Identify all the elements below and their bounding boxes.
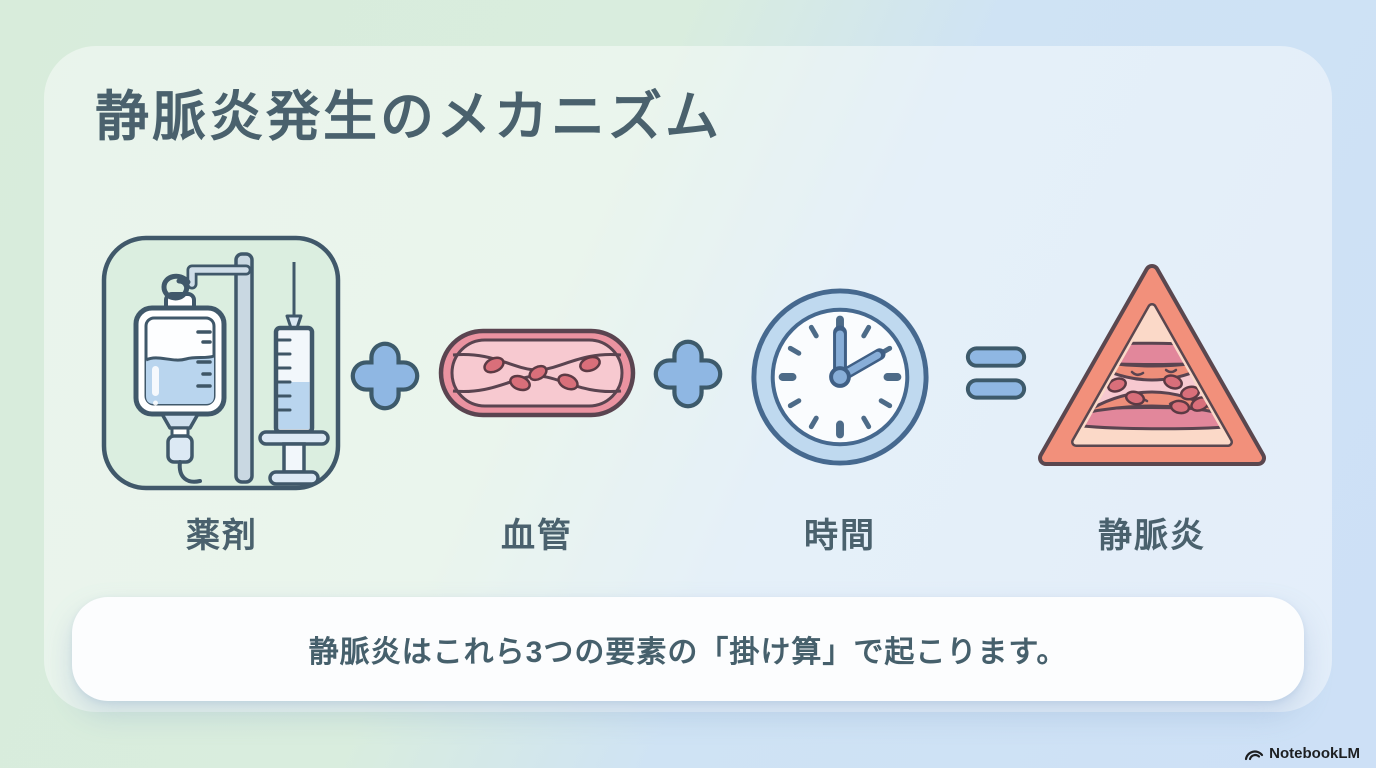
page-title: 静脈炎発生のメカニズム — [95, 87, 722, 147]
item-label-phlebitis: 静脈炎 — [1098, 517, 1206, 555]
equals-icon — [957, 341, 1035, 405]
watermark: NotebookLM — [1244, 745, 1360, 762]
item-label-vessel: 血管 — [501, 517, 573, 555]
plus-icon — [649, 335, 727, 413]
watermark-label: NotebookLM — [1269, 745, 1360, 762]
notebooklm-logo-icon — [1244, 746, 1264, 761]
plus-icon — [346, 337, 424, 415]
summary-banner: 静脈炎はこれら3つの要素の「掛け算」で起こります。 — [72, 597, 1304, 701]
summary-text: 静脈炎はこれら3つの要素の「掛け算」で起こります。 — [308, 636, 1068, 669]
item-label-time: 時間 — [804, 517, 876, 555]
constricted-blood-vessel-icon — [437, 327, 637, 419]
iv-drip-and-syringe-icon — [100, 234, 342, 492]
item-label-drug: 薬剤 — [186, 517, 258, 555]
clock-icon — [746, 283, 934, 471]
phlebitis-warning-triangle-icon — [1032, 256, 1272, 480]
